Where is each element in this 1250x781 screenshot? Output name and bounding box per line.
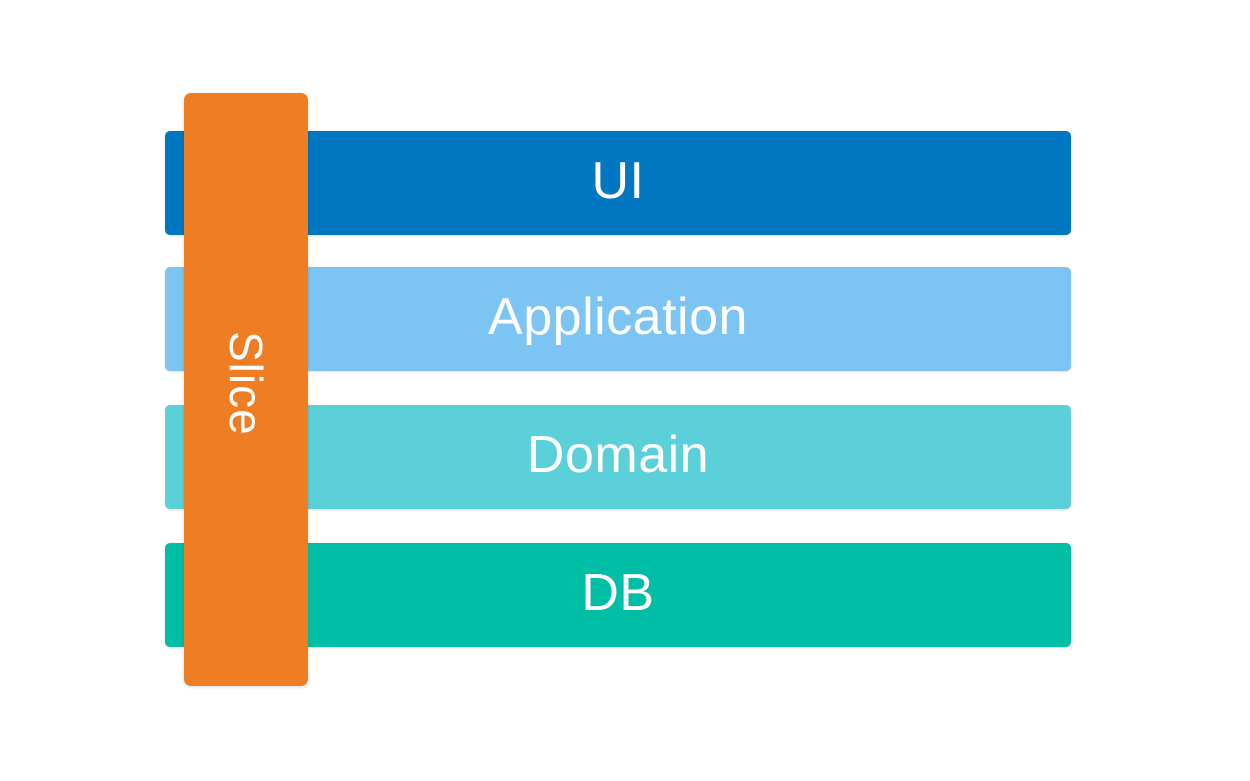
layer-label-db: DB xyxy=(581,564,655,622)
slice-bar: Slice xyxy=(184,93,308,686)
layer-label-ui: UI xyxy=(591,152,645,210)
layer-bar-db: DB xyxy=(165,543,1071,647)
slice-label: Slice xyxy=(220,331,272,436)
layer-bar-application: Application xyxy=(165,267,1071,371)
layer-bar-ui: UI xyxy=(165,131,1071,235)
layer-bar-domain: Domain xyxy=(165,405,1071,509)
layer-label-domain: Domain xyxy=(526,426,710,484)
layer-label-application: Application xyxy=(488,288,748,346)
